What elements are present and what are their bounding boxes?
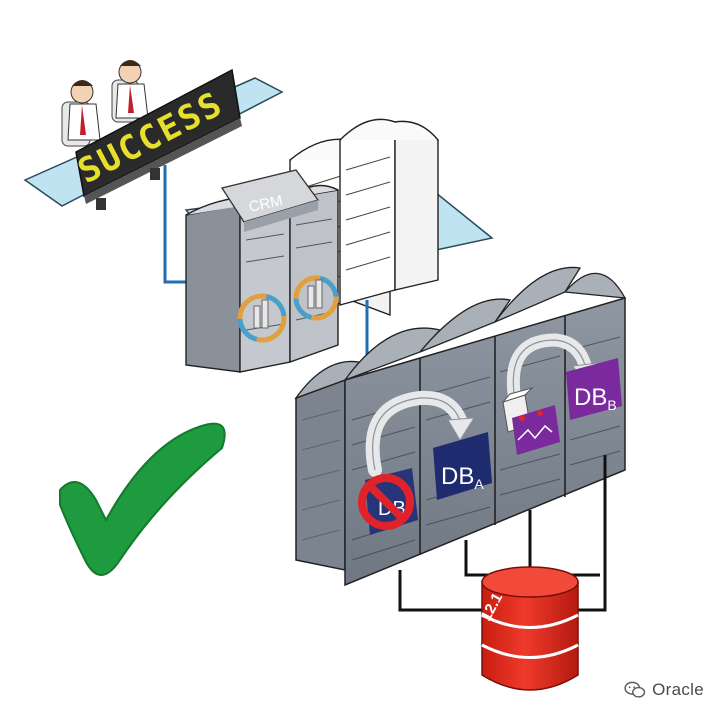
- db-b-label: DB: [574, 384, 607, 411]
- db-a-suffix: A: [474, 476, 484, 492]
- operator-left: [61, 80, 101, 147]
- migration-arrow-left: [365, 390, 475, 477]
- chat-bubbles-icon: [624, 681, 646, 698]
- db-b-tile: DBB: [566, 358, 622, 420]
- db-b-suffix: B: [607, 397, 616, 413]
- db-a-label: DB: [441, 463, 474, 490]
- crm-label: CRM: [247, 192, 284, 216]
- transfer-machine-icon: [501, 387, 560, 455]
- watermark: Oracle: [624, 680, 704, 700]
- prohibit-icon: [358, 474, 414, 530]
- white-rack-2: [339, 118, 439, 306]
- db-a-tile: DBA: [433, 432, 492, 500]
- check-mark-icon: [59, 422, 226, 576]
- svg-text:DBB: DBB: [574, 384, 617, 413]
- crm-module: CRM: [220, 169, 320, 232]
- svg-text:DBA: DBA: [441, 463, 484, 492]
- refresh-app-icon-2: [293, 275, 339, 321]
- watermark-text: Oracle: [652, 680, 704, 699]
- refresh-app-icon-1: [237, 293, 287, 343]
- success-scoreboard: SUCCESS: [72, 68, 242, 210]
- link-platform-to-servers: [163, 165, 186, 284]
- operator-right: [111, 60, 149, 123]
- storage-cylinder: 12.1: [478, 566, 579, 691]
